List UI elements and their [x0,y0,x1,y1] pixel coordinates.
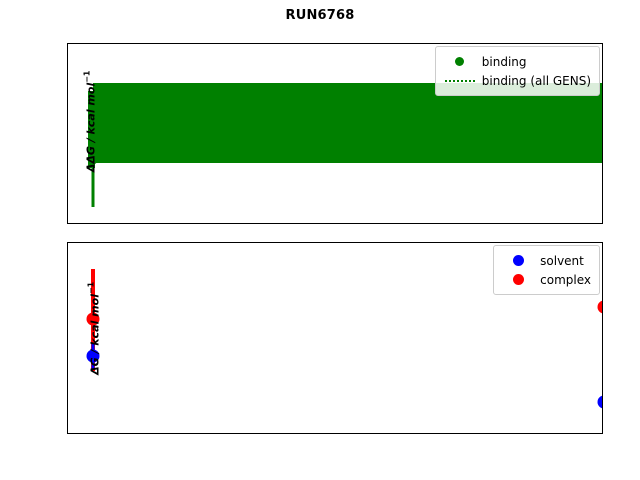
xtick-top-0 [93,223,94,224]
ytick-bottom-12 [67,269,68,270]
green-dotted-line-icon [443,79,477,82]
legend-label-binding-all-gens: binding (all GENS) [481,73,591,88]
binding-all-gens-band [93,83,602,163]
binding-point-gen1 [599,89,602,99]
legend-label-binding: binding [481,54,527,69]
xtick-bottom-0 [93,433,94,434]
y-axis-title-bottom: ΔG / kcal mol−1 [87,248,102,408]
y-axis-title-top-exponent: −1 [82,70,92,83]
legend-label-solvent: solvent [540,253,584,268]
legend-item-binding[interactable]: binding [443,52,591,71]
solvent-point-gen0 [86,349,100,363]
legend-item-complex[interactable]: complex [501,270,591,289]
binding-all-gens-left-edge [88,91,95,168]
solvent-errorbar-gen1 [602,389,603,415]
legend-label-complex: complex [540,272,591,287]
binding-point-gen0 [88,155,98,165]
axes-delta-g: 12 11 10 0 1 ΔG / kcal mol−1 [67,242,603,434]
y-axis-title-bottom-exponent: −1 [86,281,96,295]
y-axis-title-bottom-text: ΔG / kcal mol [88,294,102,375]
figure-title: RUN6768 [285,8,355,23]
complex-point-gen1 [597,300,602,314]
axes-delta-delta-g: 2 1 0 ΔΔG / kcal mol−1 binding [67,43,603,224]
legend-top[interactable]: binding binding (all GENS) [434,46,600,96]
y-axis-title-top: ΔΔG / kcal mol−1 [82,44,98,201]
legend-item-solvent[interactable]: solvent [501,251,591,270]
ytick-bottom-11 [67,330,68,331]
blue-dot-marker-icon [501,255,535,266]
red-dot-marker-icon [501,274,535,285]
ytick-top-0 [67,192,68,193]
ytick-top-2 [67,83,68,84]
complex-point-gen0 [86,312,100,326]
ytick-top-1 [67,137,68,138]
green-dot-marker-icon [443,57,477,66]
legend-bottom[interactable]: solvent complex [493,245,600,295]
solvent-point-gen1 [597,395,602,409]
legend-item-binding-all-gens[interactable]: binding (all GENS) [443,71,591,90]
binding-errorbar-gen0 [91,158,95,207]
ytick-bottom-10 [67,391,68,392]
complex-errorbar-gen1 [602,243,603,360]
y-axis-title-top-text: ΔΔG / kcal mol [84,82,98,173]
